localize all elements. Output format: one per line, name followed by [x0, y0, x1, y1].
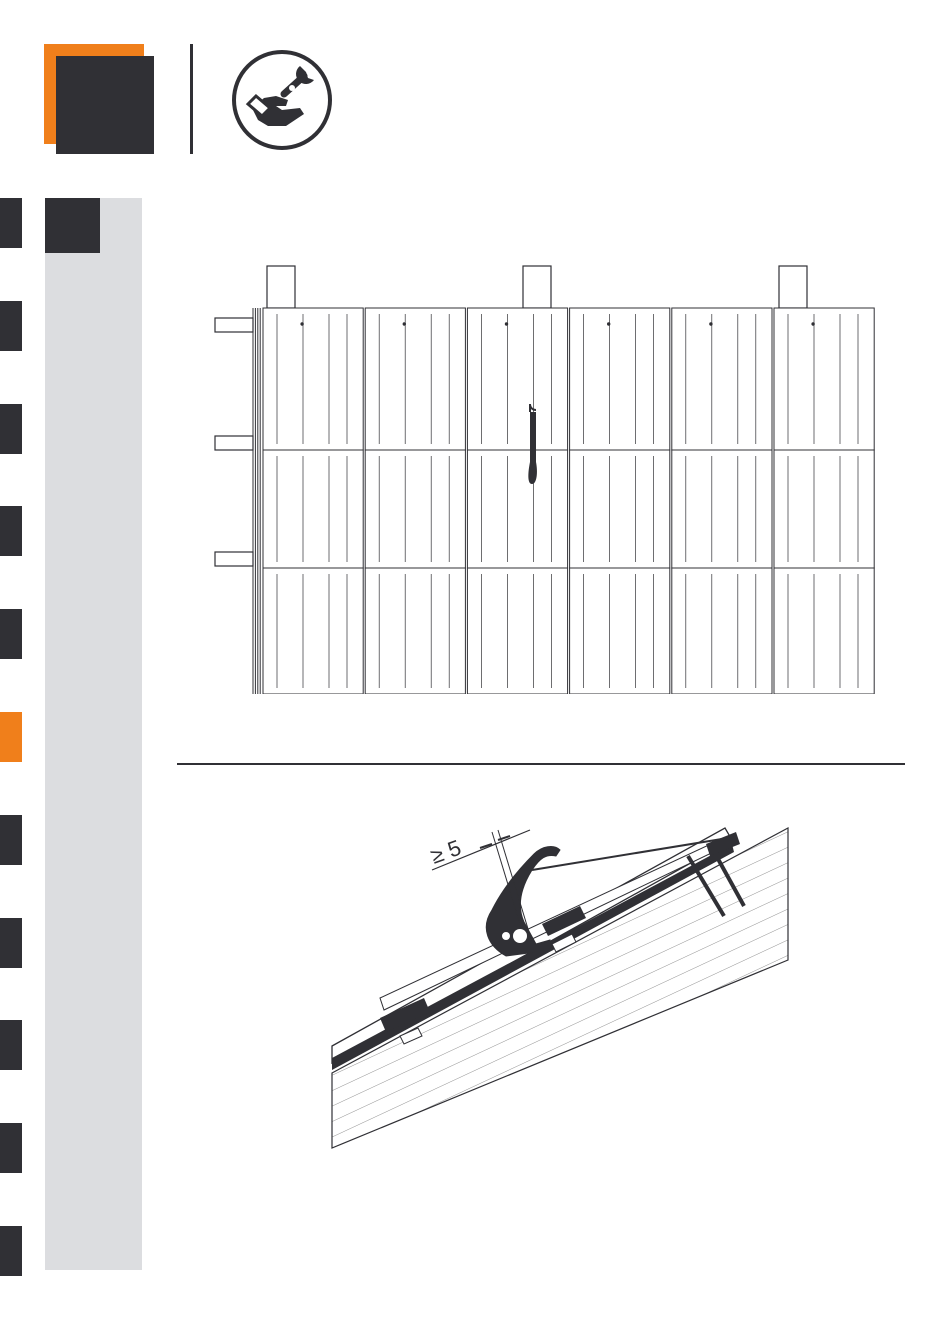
roof-front-view-diagram [205, 262, 885, 694]
roof-tile [467, 568, 567, 694]
roof-tile [672, 308, 772, 450]
roof-tile [467, 308, 567, 450]
edge-tab-7 [0, 815, 22, 865]
batten-end-1 [215, 318, 253, 332]
roof-tile [263, 568, 363, 694]
roof-tile [263, 308, 363, 450]
roof-tile [774, 450, 874, 568]
section-divider [177, 763, 905, 765]
edge-tab-9 [0, 1020, 22, 1070]
chimney-2 [523, 266, 551, 308]
edge-tab-5 [0, 609, 22, 659]
batten-end-3 [215, 552, 253, 566]
edge-tab-8 [0, 918, 22, 968]
edge-tab-10 [0, 1123, 22, 1173]
chimney-1 [267, 266, 295, 308]
roof-tile [672, 450, 772, 568]
roof-tile [570, 308, 670, 450]
header-divider [190, 44, 193, 154]
edge-tab-11 [0, 1226, 22, 1276]
roof-tile [672, 568, 772, 694]
roof-tile [365, 568, 465, 694]
edge-tab-3 [0, 404, 22, 454]
edge-tab-4 [0, 506, 22, 556]
roof-section-view-diagram: ≥ 5 [320, 818, 800, 1153]
roof-tile [467, 450, 567, 568]
roof-tile [774, 568, 874, 694]
roof-tile [570, 568, 670, 694]
edge-tab-6 [0, 712, 22, 762]
chimney-3 [779, 266, 807, 308]
batten-end-2 [215, 436, 253, 450]
roof-tile [774, 308, 874, 450]
edge-tab-2 [0, 301, 22, 351]
sidebar-step-marker [45, 198, 100, 253]
roof-tile [263, 450, 363, 568]
roof-tile [365, 308, 465, 450]
roof-tile [570, 450, 670, 568]
roof-tile [365, 450, 465, 568]
hand-wrench-icon [230, 48, 334, 152]
logo-dark-square [56, 56, 154, 154]
edge-tab-1 [0, 198, 22, 248]
sidebar-panel [45, 198, 142, 1270]
clearance-label: ≥ 5 [427, 835, 464, 869]
